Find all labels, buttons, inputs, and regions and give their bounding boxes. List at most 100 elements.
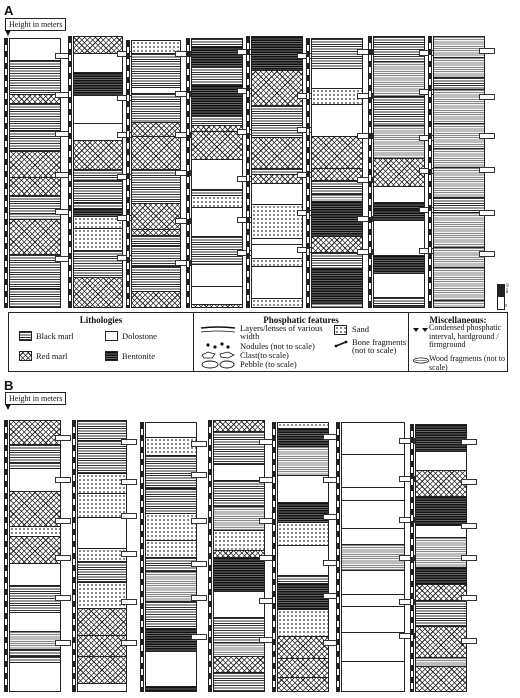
section-column xyxy=(9,38,61,308)
lithology-bed xyxy=(416,601,466,627)
lithology-bed xyxy=(416,471,466,497)
legend-misc-title: Miscellaneous: xyxy=(429,315,487,325)
depth-ruler xyxy=(306,38,310,308)
lithology-bed xyxy=(342,662,404,691)
depth-ruler xyxy=(208,420,212,692)
clast-icon xyxy=(201,351,235,359)
sample-tag xyxy=(399,475,415,482)
lithology-bed xyxy=(132,236,180,246)
wood-icon xyxy=(413,357,429,364)
section-column xyxy=(9,420,61,692)
lithology-bed xyxy=(78,657,126,684)
lithology-bed xyxy=(252,267,302,299)
lithology-bed xyxy=(10,632,60,650)
lithology-bed xyxy=(416,667,466,691)
lithology-bed xyxy=(78,636,126,657)
lithology-bed xyxy=(434,124,484,149)
lithology-bed xyxy=(78,549,126,562)
nodules-icon xyxy=(206,342,230,349)
lithology-bed xyxy=(374,274,424,298)
legend-label: Bone fragments (not to scale) xyxy=(352,337,407,355)
lithology-bed xyxy=(74,96,122,124)
lithology-bed xyxy=(192,86,242,116)
legend-item-bentonite: Bentonite xyxy=(105,351,155,361)
sample-tag xyxy=(399,517,415,524)
lithology-bed xyxy=(312,202,362,237)
lithology-bed xyxy=(10,492,60,527)
lithology-bed xyxy=(342,545,404,571)
lithology-bed xyxy=(434,149,484,168)
lithology-bed xyxy=(192,190,242,196)
depth-ruler xyxy=(68,36,72,308)
depth-ruler xyxy=(428,36,432,308)
lithology-bed xyxy=(214,432,264,465)
lithology-bed xyxy=(374,221,424,256)
sample-tag xyxy=(121,512,137,519)
lithology-bed xyxy=(78,421,126,441)
lithology-bed xyxy=(214,507,264,531)
sample-tag xyxy=(191,561,207,568)
scale-bar-bottom-label: 0 xyxy=(505,303,507,308)
lithology-bed xyxy=(434,58,484,78)
dolostone-swatch xyxy=(105,331,118,341)
lithology-bed xyxy=(10,95,60,104)
lithology-bed xyxy=(146,558,196,572)
lithology-bed xyxy=(10,613,60,632)
lithology-bed xyxy=(132,54,180,88)
lithology-bed xyxy=(192,265,242,287)
lithology-bed xyxy=(146,572,196,602)
lithology-bed xyxy=(374,126,424,159)
lithology-bed xyxy=(214,643,264,657)
lithology-bed xyxy=(132,41,180,54)
lithology-bed xyxy=(214,465,264,481)
lithology-bed xyxy=(342,607,404,633)
lithology-bed xyxy=(342,455,404,488)
lithology-bed xyxy=(74,209,122,217)
lithology-bed xyxy=(192,196,242,208)
sand-icon xyxy=(334,325,347,335)
lithology-bed xyxy=(74,251,122,278)
lithology-bed xyxy=(214,592,264,618)
lithology-bed xyxy=(192,237,242,265)
lithology-bed xyxy=(416,627,466,658)
lithology-bed xyxy=(10,131,60,152)
lithology-bed xyxy=(78,684,126,691)
lithology-bed xyxy=(252,239,302,245)
lithology-bed xyxy=(74,203,122,209)
legend-label: Bentonite xyxy=(122,351,156,361)
lithology-bed xyxy=(278,523,328,546)
lithology-bed xyxy=(434,168,484,198)
lithology-bed xyxy=(374,159,424,187)
lithology-bed xyxy=(132,230,180,236)
arrow-down-icon xyxy=(5,30,11,36)
lithology-bed xyxy=(214,531,264,551)
sample-tag xyxy=(121,551,137,558)
lithology-bed xyxy=(10,421,60,445)
depth-ruler xyxy=(4,38,8,308)
lithology-bed xyxy=(434,301,484,307)
pebble-icon xyxy=(201,360,235,369)
lithology-bed xyxy=(416,526,466,538)
lithology-bed xyxy=(278,584,328,610)
lithology-bed xyxy=(312,169,362,181)
lithology-bed xyxy=(132,137,180,170)
hardground-icon xyxy=(413,328,428,332)
sample-tag xyxy=(121,599,137,606)
lithology-bed xyxy=(214,551,264,558)
lithology-bed xyxy=(78,518,126,549)
section-column xyxy=(341,422,405,692)
lithology-bed xyxy=(10,650,60,657)
lithology-bed xyxy=(214,481,264,507)
section-column xyxy=(73,36,123,308)
sample-tag xyxy=(191,595,207,602)
lithology-bed xyxy=(78,494,126,518)
lithology-bed xyxy=(252,205,302,239)
lithology-bed xyxy=(278,576,328,584)
lithology-bed xyxy=(74,229,122,251)
sample-tag xyxy=(191,440,207,447)
lithology-bed xyxy=(10,527,60,537)
sample-tag xyxy=(55,639,71,646)
bentonite-swatch xyxy=(105,351,118,361)
sample-tag xyxy=(175,170,191,177)
sample-tag xyxy=(399,438,415,445)
